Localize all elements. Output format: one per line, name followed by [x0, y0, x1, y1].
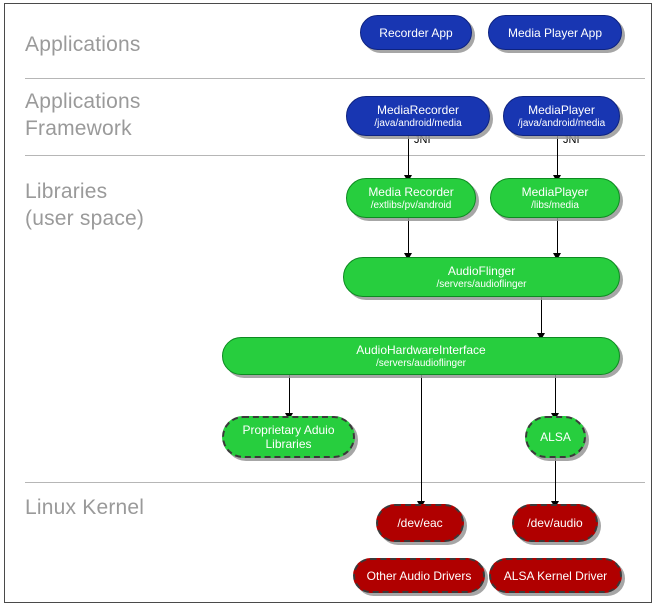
layer-label-libraries: Libraries (user space) — [25, 180, 145, 230]
node-subtitle: /servers/audioflinger — [436, 278, 527, 290]
node-subtitle: /servers/audioflinger — [375, 357, 467, 369]
node-title: MediaPlayer — [528, 102, 595, 117]
node-title: ALSA Kernel Driver — [503, 568, 608, 583]
node-media-player-app[interactable]: Media Player App — [488, 15, 622, 50]
node-title: MediaPlayer — [521, 184, 589, 199]
node-mediaplayer-lib[interactable]: MediaPlayer /libs/media — [490, 178, 620, 218]
node-subtitle: /libs/media — [531, 199, 579, 211]
connector-alsa-to-dev-audio — [555, 457, 556, 505]
node-media-recorder-lib[interactable]: Media Recorder /extlibs/pv/android — [346, 178, 476, 218]
layer-label-applications-framework: Applications Framework — [25, 90, 141, 140]
node-mediarecorder-framework[interactable]: MediaRecorder /java/android/media — [346, 96, 490, 136]
connector-audioflinger-to-ahi — [541, 297, 542, 337]
layer-label-linux-kernel: Linux Kernel — [25, 496, 145, 519]
node-audioflinger[interactable]: AudioFlinger /servers/audioflinger — [343, 257, 620, 297]
node-subtitle: /extlibs/pv/android — [370, 199, 452, 211]
divider-linux-kernel — [25, 482, 645, 483]
layer-label-applications: Applications — [25, 33, 141, 56]
node-dev-eac[interactable]: /dev/eac — [376, 504, 464, 542]
node-title: /dev/eac — [397, 516, 443, 530]
connector-ahi-to-alsa — [555, 374, 556, 416]
connector-mediarecorder-jni — [408, 136, 409, 178]
node-subtitle: /java/android/media — [517, 117, 606, 129]
node-alsa-kernel-driver[interactable]: ALSA Kernel Driver — [489, 558, 622, 593]
node-subtitle: /java/android/media — [374, 117, 462, 129]
connector-ahi-to-dev-eac — [421, 374, 422, 505]
node-title: Media Recorder — [368, 184, 454, 199]
node-audiohardwareinterface[interactable]: AudioHardwareInterface /servers/audiofli… — [222, 337, 620, 375]
node-title: Recorder App — [379, 25, 453, 40]
connector-mediaplayer-to-audioflinger — [557, 218, 558, 256]
node-title: Proprietary Aduio — [242, 423, 335, 437]
node-title: /dev/audio — [527, 516, 583, 530]
node-title: Media Player App — [507, 25, 603, 40]
divider-applications — [25, 78, 645, 79]
node-title: Other Audio Drivers — [366, 568, 472, 583]
edge-label-jni-player: JNI — [563, 134, 580, 146]
connector-mediaplayer-jni — [557, 136, 558, 178]
node-alsa[interactable]: ALSA — [525, 416, 586, 458]
node-title: ALSA — [540, 430, 571, 444]
node-title: AudioHardwareInterface — [356, 342, 486, 357]
node-proprietary-audio-libraries[interactable]: Proprietary Aduio Libraries — [222, 416, 355, 458]
node-title: MediaRecorder — [376, 102, 460, 117]
connector-media-recorder-to-audioflinger — [408, 218, 409, 256]
node-subtitle: Libraries — [265, 437, 312, 451]
node-other-audio-drivers[interactable]: Other Audio Drivers — [353, 558, 485, 593]
divider-framework — [25, 155, 645, 156]
node-dev-audio[interactable]: /dev/audio — [512, 504, 598, 542]
node-mediaplayer-framework[interactable]: MediaPlayer /java/android/media — [503, 96, 620, 136]
edge-label-jni-recorder: JNI — [414, 134, 431, 146]
connector-ahi-to-proprietary — [289, 374, 290, 416]
node-title: AudioFlinger — [447, 263, 516, 278]
node-recorder-app[interactable]: Recorder App — [360, 15, 472, 50]
